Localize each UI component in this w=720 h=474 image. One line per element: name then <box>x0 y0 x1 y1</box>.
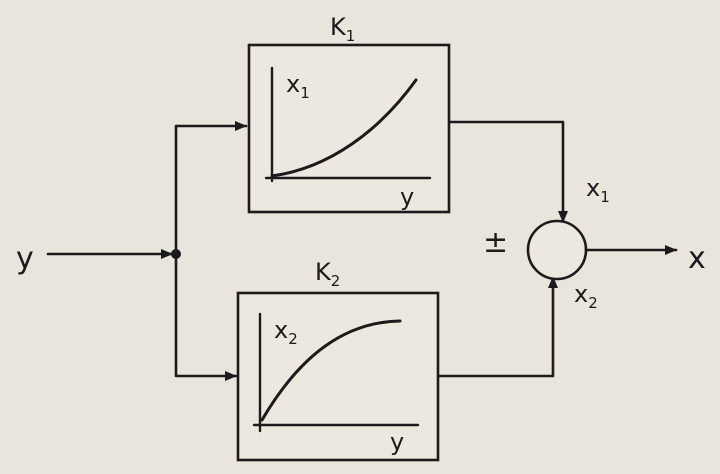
sign-label: ± <box>483 225 508 260</box>
k1-graph-x-label: y <box>400 183 414 211</box>
block-k2 <box>236 291 440 462</box>
k2-graph-y-label: x2 <box>274 316 298 348</box>
block-k1 <box>247 43 451 214</box>
k1-output-arrow <box>447 120 568 224</box>
output-label: x <box>688 241 706 276</box>
input-label: y <box>16 241 34 276</box>
summing-junction <box>526 219 588 281</box>
k2-gain-label: K2 <box>315 258 340 290</box>
k2-graph-x-label: y <box>390 428 404 456</box>
signal-x2-label: x2 <box>574 280 598 312</box>
k1-gain-label: K1 <box>330 13 355 45</box>
signal-x1-label: x1 <box>586 174 610 206</box>
k1-graph-y-label: x1 <box>286 70 310 102</box>
k2-output-arrow <box>436 275 558 378</box>
k1-response-curve <box>270 78 418 178</box>
branch-to-k1-arrow <box>174 121 248 256</box>
branch-to-k2-arrow <box>174 252 238 381</box>
k2-response-curve <box>260 319 402 422</box>
